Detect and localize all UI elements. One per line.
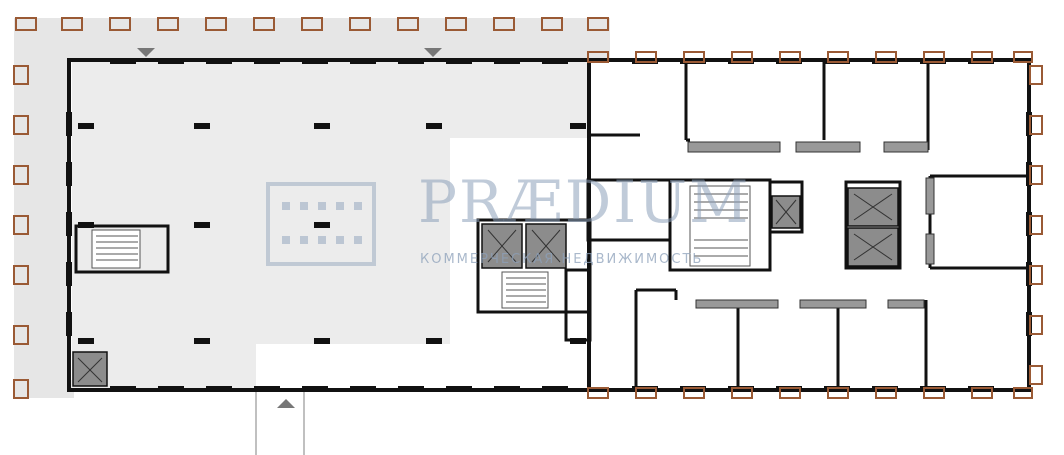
columns	[78, 123, 586, 344]
terrace	[14, 18, 610, 398]
entrance-arrows	[137, 48, 442, 408]
elevator-cross-marks	[77, 193, 893, 383]
built-in-cabinets	[687, 141, 935, 309]
entrance-corridor	[255, 392, 305, 455]
facade-frames	[13, 17, 1043, 399]
watermark-logo	[266, 182, 376, 266]
stairs	[91, 185, 751, 309]
watermark-brand: PRÆDIUM	[418, 168, 751, 236]
watermark-tagline: КОММЕРЧЕСКАЯ НЕДВИЖИМОСТЬ	[420, 252, 704, 267]
